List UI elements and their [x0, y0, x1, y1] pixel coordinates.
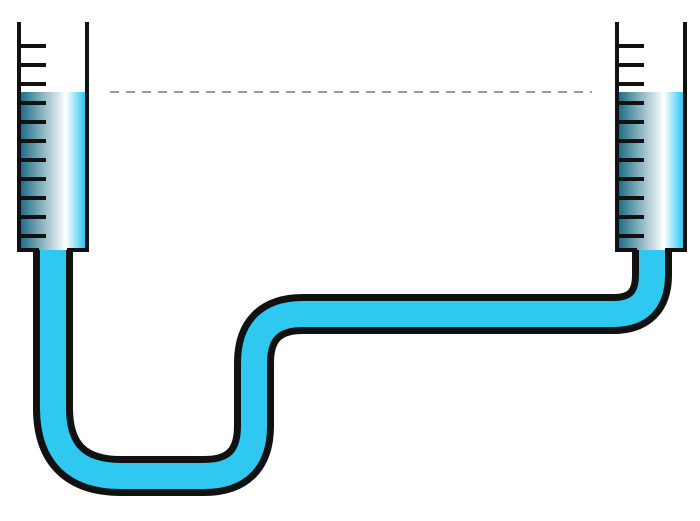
connecting-tube-water	[40, 248, 665, 489]
right-vessel-wall	[615, 22, 687, 252]
right-vessel-water	[619, 92, 683, 250]
right-vessel	[615, 22, 687, 252]
left-vessel-wall	[17, 22, 89, 252]
left-vessel-water	[21, 92, 85, 250]
right-vessel-graduation-marks	[617, 44, 644, 238]
connecting-tube-outline	[33, 248, 672, 496]
left-vessel-graduation-marks	[19, 44, 46, 238]
left-vessel	[17, 22, 89, 252]
